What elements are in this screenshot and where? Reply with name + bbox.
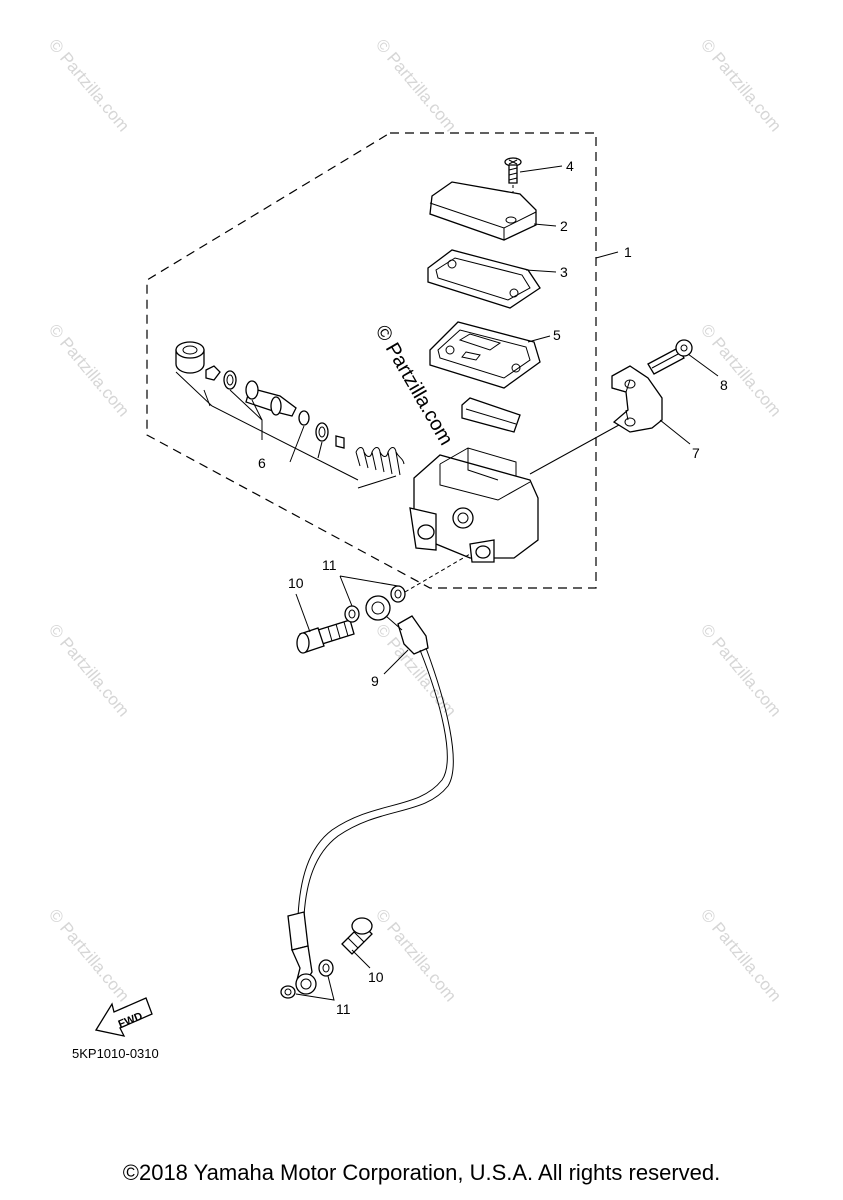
diaphragm-plate (427, 249, 541, 309)
union-bolt-upper (296, 619, 355, 654)
callout-label: 1 (624, 244, 632, 260)
watermark: © Partzilla.com (45, 620, 133, 720)
holder-clamp (611, 365, 663, 433)
master-cylinder-body (409, 447, 539, 563)
gaskets-upper (339, 553, 471, 623)
watermark: © Partzilla.com (697, 620, 785, 720)
reservoir-cap (429, 181, 537, 241)
fwd-arrow-icon: FWD (94, 997, 153, 1037)
brake-hose (287, 595, 454, 995)
callout-label: 6 (258, 455, 266, 471)
callout-label: 10 (288, 575, 304, 591)
assembly-boundary (146, 132, 597, 589)
watermark: © Partzilla.com (697, 905, 785, 1005)
callout-label: 11 (336, 1001, 351, 1017)
callout-label: 2 (560, 218, 568, 234)
clamp-bolt (647, 339, 693, 375)
callout-label: 11 (322, 557, 337, 573)
watermark: © Partzilla.com (45, 905, 133, 1005)
union-bolt-lower (341, 917, 373, 955)
watermark: © Partzilla.com (45, 35, 133, 135)
watermark: © Partzilla.com (45, 320, 133, 420)
diagram-canvas: © Partzilla.com © Partzilla.com © Partzi… (45, 35, 785, 1061)
callout-label: 3 (560, 264, 568, 280)
diagram-code: 5KP1010-0310 (72, 1046, 159, 1061)
float-plate (461, 397, 521, 433)
leader-line (529, 419, 629, 475)
diaphragm (429, 321, 541, 389)
piston-kit (175, 341, 405, 489)
watermark: © Partzilla.com (372, 35, 460, 135)
callout-label: 5 (553, 327, 561, 343)
watermark: © Partzilla.com (697, 35, 785, 135)
callout-label: 10 (368, 969, 384, 985)
copyright-notice: ©2018 Yamaha Motor Corporation, U.S.A. A… (122, 1160, 721, 1185)
callout-numbers: 1 2 3 4 5 6 7 8 9 10 11 10 11 (258, 158, 728, 1017)
callout-label: 4 (566, 158, 574, 174)
callout-leaders (295, 165, 719, 969)
callout-label: 9 (371, 673, 379, 689)
screw (504, 157, 522, 212)
callout-label: 7 (692, 445, 700, 461)
watermark: © Partzilla.com (372, 905, 460, 1005)
callout-label: 8 (720, 377, 728, 393)
gaskets-lower (280, 959, 335, 1001)
